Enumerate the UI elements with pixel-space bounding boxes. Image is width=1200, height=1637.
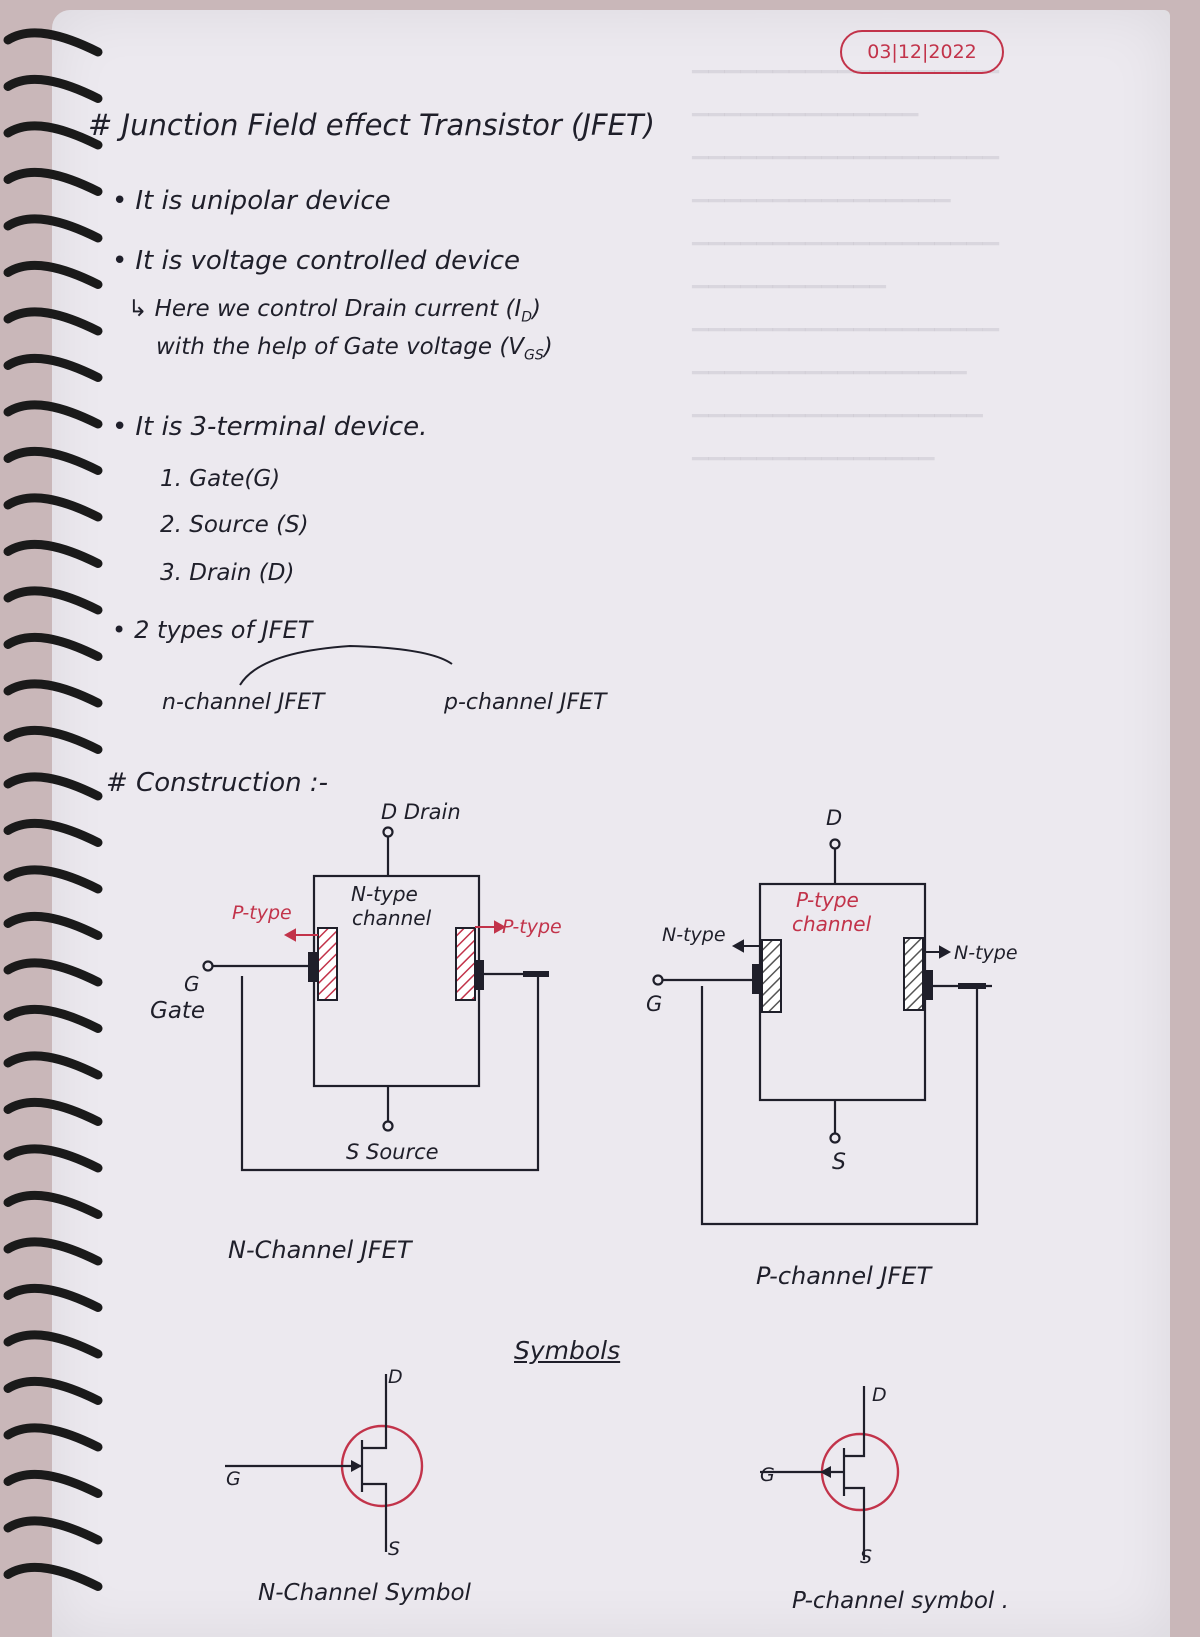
p-symbol-caption: P-channel symbol . [792,1588,1009,1614]
spiral-ring [3,1144,103,1173]
spiral-ring [3,1562,103,1591]
date-text: 03|12|2022 [867,41,977,63]
p-jfet-gate-letter: G [646,992,663,1016]
bleed-through-texture: ▁▁▁▁▁▁▁▁▁▁▁▁▁▁▁▁▁▁▁▁▁▁▁▁▁▁▁▁▁▁▁▁▁▁▁▁▁▁▁▁… [692,49,999,460]
bullet-voltage-controlled: It is voltage controlled device [112,246,520,276]
p-jfet-left-ntype: N-type [662,924,726,946]
spiral-ring [3,1330,103,1359]
n-symbol-g: G [226,1468,241,1490]
spiral-ring [3,1469,103,1498]
bullet-two-types: 2 types of JFET [112,616,312,644]
notebook-page: ▁▁▁▁▁▁▁▁▁▁▁▁▁▁▁▁▁▁▁▁▁▁▁▁▁▁▁▁▁▁▁▁▁▁▁▁▁▁▁▁… [52,10,1170,1637]
spiral-ring [3,74,103,103]
n-jfet-channel-label-1: N-type [351,882,418,906]
n-jfet-drain-label: D Drain [381,800,461,824]
n-channel-jfet-diagram [202,826,549,1172]
n-symbol-s: S [388,1538,401,1560]
type-p-channel: p-channel JFET [444,690,607,715]
types-brace [239,644,453,686]
bullet-unipolar: It is unipolar device [112,186,390,216]
sub-note-text: ↳ Here we control Drain current (I [128,296,522,322]
type-n-channel: n-channel JFET [162,690,325,715]
spiral-ring [3,772,103,801]
terminal-drain: 3. Drain (D) [160,560,295,586]
sub-note-gate-voltage: with the help of Gate voltage (VGS) [156,334,553,364]
n-jfet-caption: N-Channel JFET [228,1236,412,1264]
p-jfet-channel-label-1: P-type [796,888,859,912]
spiral-ring [3,1004,103,1033]
spiral-ring [3,28,103,57]
spiral-ring [3,1051,103,1080]
spiral-ring [3,539,103,568]
spiral-ring [3,1190,103,1219]
spiral-ring [3,679,103,708]
n-jfet-source-label: S Source [346,1140,439,1164]
spiral-binding [3,28,103,1591]
spiral-ring [3,353,103,382]
sub-note-subscript: D [521,309,533,326]
spiral-ring [3,725,103,754]
p-symbol-g: G [760,1464,775,1486]
p-jfet-source-label: S [832,1150,846,1175]
p-jfet-right-ntype: N-type [954,942,1018,964]
spiral-ring [3,214,103,243]
n-jfet-left-ptype: P-type [232,902,292,924]
page-title: # Junction Field effect Transistor (JFET… [88,108,655,142]
spiral-ring [3,1516,103,1545]
bullet-three-terminal: It is 3-terminal device. [112,412,427,442]
spiral-ring [3,1376,103,1405]
spiral-ring [3,911,103,940]
sub-note-close: ) [543,334,553,360]
symbols-heading: Symbols [514,1336,621,1365]
sub-note-drain-current: ↳ Here we control Drain current (ID) [128,296,541,326]
spiral-ring [3,865,103,894]
p-channel-jfet-diagram [652,838,992,1226]
n-symbol-d: D [388,1366,403,1388]
spiral-ring [3,121,103,150]
terminal-source: 2. Source (S) [160,512,309,538]
spiral-ring [3,1237,103,1266]
spiral-ring [3,260,103,289]
spiral-ring [3,400,103,429]
n-symbol-caption: N-Channel Symbol [258,1580,471,1606]
n-jfet-right-ptype: P-type [502,916,562,938]
p-jfet-drain-label: D [826,806,843,830]
spiral-ring [3,307,103,336]
p-channel-symbol [760,1386,900,1560]
p-symbol-s: S [860,1546,873,1568]
p-symbol-d: D [872,1384,887,1406]
p-jfet-channel-label-2: channel [792,912,872,936]
terminal-gate: 1. Gate(G) [160,466,281,492]
spiral-ring [3,1097,103,1126]
spiral-ring [3,818,103,847]
spiral-ring [3,632,103,661]
sub-note-close: ) [532,296,542,322]
spiral-ring [3,958,103,987]
spiral-ring [3,493,103,522]
spiral-ring [3,1283,103,1312]
n-channel-symbol [225,1374,424,1552]
date-badge: 03|12|2022 [840,30,1004,74]
spiral-ring [3,1423,103,1452]
n-jfet-gate-word: Gate [150,998,206,1024]
p-jfet-caption: P-channel JFET [756,1262,932,1290]
n-jfet-gate-letter: G [184,972,200,996]
n-jfet-channel-label-2: channel [352,906,432,930]
spiral-ring [3,167,103,196]
sub-note-subscript: GS [524,347,544,364]
sub-note-text: with the help of Gate voltage (V [156,334,525,360]
spiral-ring [3,586,103,615]
spiral-ring [3,446,103,475]
construction-heading: # Construction :- [106,768,329,798]
